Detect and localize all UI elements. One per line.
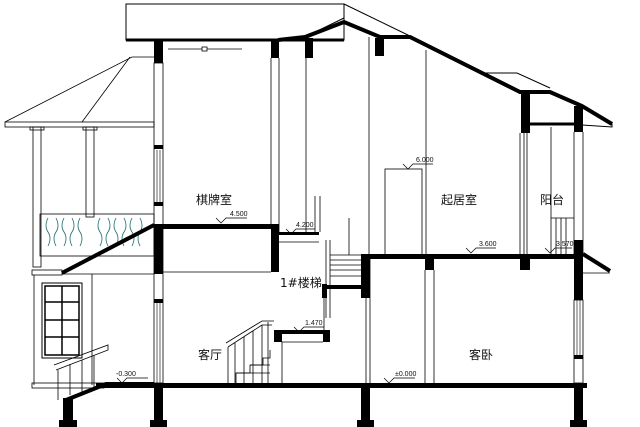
- elevation-label: 3.570: [556, 241, 574, 248]
- stair-slabs: [274, 256, 370, 342]
- window: [41, 282, 83, 359]
- stair-lines-lower: [281, 298, 371, 383]
- ceiling-fixture: [168, 46, 242, 52]
- left-wall: [150, 62, 167, 427]
- stair: [325, 218, 362, 318]
- interior-lines: [270, 37, 584, 256]
- elevation-label: 6.000: [416, 157, 434, 164]
- room-label-chess: 棋牌室: [196, 192, 232, 207]
- elevation-label: 4.200: [296, 222, 314, 229]
- interior-stair: [225, 320, 274, 383]
- pavilion-roof: [4, 56, 155, 268]
- elevation-label: 3.600: [479, 241, 497, 248]
- ground-floor-slab: [96, 383, 587, 427]
- third-floor-slab: [361, 240, 612, 384]
- elevation-label: 4.500: [230, 211, 248, 218]
- room-label-hall: 客厅: [198, 347, 222, 362]
- elevation-label: 1.470: [305, 320, 323, 327]
- elevation-label: ±0.000: [395, 371, 416, 378]
- elevation-label: -0.300: [116, 371, 136, 378]
- room-label-balcony: 阳台: [540, 192, 564, 207]
- room-label-guest-bedroom: 客卧: [469, 347, 493, 362]
- second-floor-slab: [154, 224, 279, 273]
- landing-4200: [279, 196, 321, 243]
- room-label-stair: 1#楼梯: [280, 275, 322, 290]
- lower-left-canopy: [31, 223, 155, 389]
- elevation-markers: [116, 163, 572, 384]
- room-label-living-upper: 起居室: [441, 192, 477, 207]
- roof-beams: [154, 38, 583, 133]
- door: [384, 168, 423, 257]
